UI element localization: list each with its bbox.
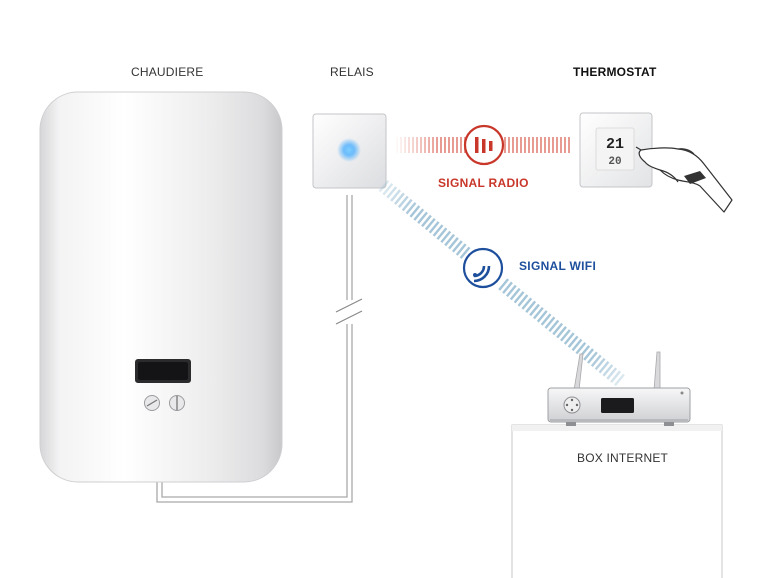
relay-label: RELAIS xyxy=(330,65,374,79)
wifi-wave-mark xyxy=(413,208,425,221)
wifi-wave-mark xyxy=(533,306,544,320)
wifi-wave-mark xyxy=(529,303,540,317)
wifi-wave-mark xyxy=(401,198,413,212)
wifi-wave-mark xyxy=(444,233,455,247)
wifi-wave-mark xyxy=(417,211,428,224)
wifi-wave-mark xyxy=(571,338,583,352)
wifi-wave-mark xyxy=(502,281,513,294)
wifi-wave-mark xyxy=(575,341,587,355)
wifi-wave-mark xyxy=(498,278,510,291)
wifi-wave-mark xyxy=(563,332,575,345)
wifi-wave-mark xyxy=(421,214,432,228)
wifi-wave-mark xyxy=(590,354,602,367)
wifi-wave-mark xyxy=(424,217,436,231)
thermostat-label: THERMOSTAT xyxy=(573,65,657,79)
wire xyxy=(156,195,353,503)
wifi-wave-mark xyxy=(451,240,463,253)
wifi-wave-mark xyxy=(509,287,521,301)
wifi-wave-mark xyxy=(448,237,459,250)
wifi-wave-mark xyxy=(378,179,390,193)
wifi-wave-mark xyxy=(594,357,606,371)
wifi-wave-mark xyxy=(552,322,564,336)
boiler-knob-left xyxy=(144,395,160,411)
wifi-wave-mark xyxy=(517,294,529,307)
thermostat xyxy=(579,112,653,188)
wifi-wave-mark xyxy=(556,326,567,339)
signal-wifi-label: SIGNAL WIFI xyxy=(519,259,597,273)
wifi-wave-mark xyxy=(436,227,448,240)
wifi-wave-mark xyxy=(536,310,548,323)
hand-icon xyxy=(635,146,733,213)
relay-led xyxy=(337,138,361,162)
thermostat-display-top: 21 xyxy=(606,136,624,153)
wifi-wave-mark xyxy=(544,316,556,329)
wifi-wave-mark xyxy=(409,205,421,218)
wifi-wave-mark xyxy=(567,335,579,348)
wifi-wave-mark xyxy=(397,195,409,209)
thermostat-display-bottom: 20 xyxy=(608,156,621,168)
wifi-wave-mark xyxy=(405,202,417,215)
signal-radio-label: SIGNAL RADIO xyxy=(438,176,529,190)
wifi-wave-mark xyxy=(610,370,621,383)
wifi-wave-mark xyxy=(455,243,467,256)
wifi-wave-mark xyxy=(459,246,471,259)
wifi-wave-mark xyxy=(505,284,517,298)
radio-signal-icon xyxy=(463,124,505,166)
wifi-wave-mark xyxy=(583,348,594,361)
wifi-wave-mark xyxy=(428,221,440,234)
wifi-wave-mark xyxy=(394,192,405,205)
wifi-wave-mark xyxy=(548,319,560,333)
boiler-display xyxy=(135,359,191,383)
wifi-wave-mark xyxy=(432,224,444,237)
radio-signal xyxy=(394,124,572,166)
wifi-wave-mark xyxy=(606,367,618,380)
wifi-wave-mark xyxy=(382,183,394,196)
wifi-wave-mark xyxy=(390,189,401,202)
wifi-wave-mark xyxy=(525,300,537,313)
boiler-knob-right xyxy=(169,395,185,411)
box-stand xyxy=(511,424,723,578)
router xyxy=(547,351,691,426)
router-display xyxy=(601,398,634,413)
wifi-wave-mark xyxy=(513,291,525,304)
wifi-wave-mark xyxy=(614,373,625,387)
wifi-wave-mark xyxy=(386,186,398,199)
wifi-wave-mark xyxy=(560,329,571,342)
wire-break xyxy=(335,298,363,325)
router-led xyxy=(680,391,684,395)
wifi-wave-mark xyxy=(602,364,614,377)
dpad-icon xyxy=(563,396,581,414)
box-internet-label: BOX INTERNET xyxy=(577,451,669,465)
wifi-wave-mark xyxy=(587,351,598,364)
wifi-wave-mark xyxy=(440,230,452,244)
wifi-signal-icon xyxy=(462,247,504,289)
wifi-wave-mark xyxy=(521,297,533,310)
relay xyxy=(312,113,387,189)
wifi-wave-mark xyxy=(540,313,552,326)
boiler-label: CHAUDIERE xyxy=(131,65,204,79)
wifi-wave-mark xyxy=(598,361,610,374)
boiler xyxy=(39,91,283,483)
wifi-signal xyxy=(378,179,625,387)
